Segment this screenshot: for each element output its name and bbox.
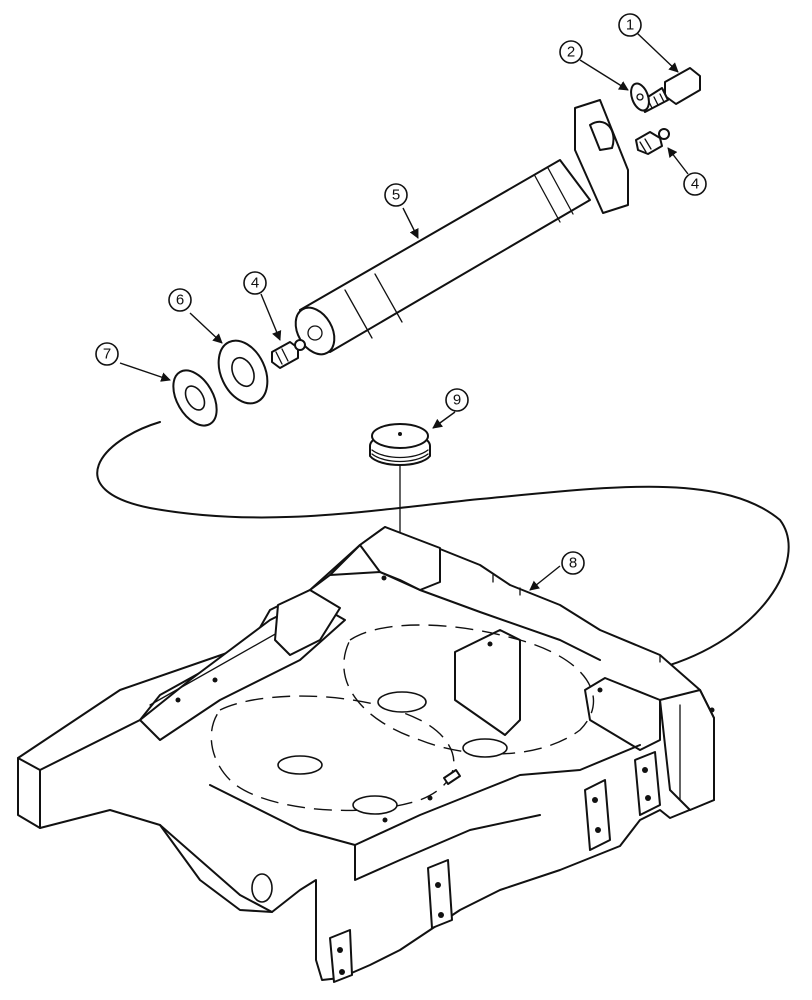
callout-7-label: 7 <box>103 346 111 363</box>
callout-4b-label: 4 <box>251 275 259 292</box>
pivot-pin <box>294 99 629 356</box>
grease-fitting-left <box>271 339 306 369</box>
leader-4b <box>260 293 282 341</box>
callout-1-label: 1 <box>626 17 634 34</box>
leader-7 <box>119 362 171 382</box>
callout-9: 9 <box>445 388 469 412</box>
callout-1: 1 <box>618 13 642 37</box>
leader-2 <box>579 59 629 91</box>
leader-9 <box>432 411 456 429</box>
expansion-plug <box>369 423 431 701</box>
thrust-washer <box>217 339 269 405</box>
assembly-loop-line <box>96 421 790 669</box>
callout-5-label: 5 <box>392 187 400 204</box>
grease-fitting-right <box>635 128 670 155</box>
leader-5 <box>402 207 419 239</box>
callout-2: 2 <box>559 40 583 64</box>
flat-washer <box>630 82 650 112</box>
shim-washer <box>172 369 218 427</box>
leader-1 <box>636 32 679 73</box>
front-axle-support <box>17 526 715 983</box>
left-bore <box>277 755 323 775</box>
callout-6-label: 6 <box>176 292 184 309</box>
leader-8 <box>529 565 561 591</box>
right-bore <box>462 738 508 758</box>
callout-8: 8 <box>561 551 585 575</box>
callout-9-label: 9 <box>453 392 461 409</box>
callout-4a-label: 4 <box>691 176 699 193</box>
callout-7: 7 <box>95 342 119 366</box>
leader-4a <box>667 147 689 175</box>
callout-4b: 4 <box>243 271 267 295</box>
callout-2-label: 2 <box>567 44 575 61</box>
callout-8-label: 8 <box>569 555 577 572</box>
center-bore <box>377 691 427 713</box>
callout-4a: 4 <box>683 172 707 196</box>
callout-6: 6 <box>168 288 192 312</box>
callout-5: 5 <box>384 183 408 207</box>
leader-6 <box>189 312 223 344</box>
front-bore <box>352 795 398 815</box>
